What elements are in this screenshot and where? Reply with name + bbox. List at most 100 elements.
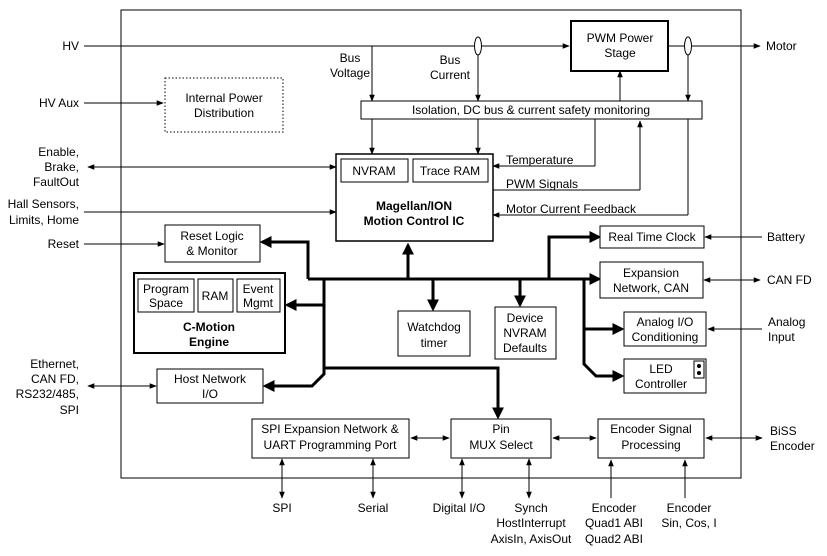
- led-controller-line1: LED: [649, 362, 673, 376]
- motor-current-feedback-label: Motor Current Feedback: [506, 202, 637, 216]
- hall-sensors-label: Hall Sensors,: [8, 197, 79, 211]
- bus-current-line1: Bus: [440, 53, 461, 67]
- spi-left-label: SPI: [60, 403, 79, 417]
- isolation-monitoring: Isolation, DC bus & current safety monit…: [360, 100, 703, 120]
- synch-label: Synch: [514, 501, 547, 515]
- magellan-ion-ic: NVRAM Trace RAM Magellan/ION Motion Cont…: [335, 153, 494, 242]
- encoder-sin-label: Encoder: [667, 501, 712, 515]
- biss-encoder-label: Encoder: [770, 439, 815, 453]
- quad1-abi-label: Quad1 ABI: [585, 516, 643, 530]
- biss-label: BiSS: [770, 424, 797, 438]
- trace-ram-label: Trace RAM: [420, 164, 480, 178]
- bus-current-line2: Current: [430, 68, 471, 82]
- analog-io-line2: Conditioning: [632, 330, 699, 344]
- serial-label: Serial: [358, 501, 389, 515]
- device-nvram-line3: Defaults: [503, 341, 547, 355]
- internal-power-line2: Distribution: [194, 106, 254, 120]
- pin-mux-line1: Pin: [492, 422, 509, 436]
- pwm-signals-label: PWM Signals: [506, 177, 578, 191]
- rtc-label: Real Time Clock: [608, 230, 696, 244]
- reset-label: Reset: [48, 237, 80, 251]
- can-fd-right-label: CAN FD: [767, 273, 812, 287]
- current-sensor-motor: [684, 36, 692, 56]
- host-network-io: Host Network I/O: [156, 368, 264, 404]
- program-space-line1: Program: [143, 282, 189, 296]
- program-space-block: [137, 278, 195, 313]
- enable-label: Enable,: [38, 145, 79, 159]
- spi-expansion-line1: SPI Expansion Network &: [261, 422, 398, 436]
- nvram-block: [340, 158, 409, 183]
- can-fd-left-label: CAN FD,: [31, 372, 79, 386]
- brake-label: Brake,: [44, 160, 79, 174]
- faultout-label: FaultOut: [33, 175, 80, 189]
- bus-voltage-line1: Bus: [340, 51, 361, 65]
- rs232-label: RS232/485,: [16, 387, 79, 401]
- real-time-clock: Real Time Clock: [599, 225, 705, 249]
- hostinterrupt-label: HostInterrupt: [496, 516, 566, 530]
- axisin-label: AxisIn, AxisOut: [491, 532, 572, 546]
- c-motion-line2: Engine: [189, 335, 229, 349]
- battery-label: Battery: [767, 230, 805, 244]
- reset-logic-line1: Reset Logic: [180, 229, 243, 243]
- program-space-line2: Space: [149, 296, 183, 310]
- expansion-line1: Expansion: [623, 266, 679, 280]
- event-mgmt-block: [236, 278, 281, 313]
- hv-label: HV: [62, 39, 79, 53]
- pwm-stage-line2: Stage: [604, 46, 636, 60]
- digital-io-label: Digital I/O: [433, 501, 486, 515]
- encoder-abi-label: Encoder: [592, 501, 637, 515]
- pin-mux-select: Pin MUX Select: [450, 418, 552, 459]
- expansion-network-can: Expansion Network, CAN: [599, 261, 704, 299]
- host-network-line1: Host Network: [174, 372, 247, 386]
- trace-ram-block: [412, 158, 489, 183]
- pwm-power-stage: PWM Power Stage: [570, 20, 669, 72]
- led-controller-line2: Controller: [635, 377, 687, 391]
- ram-label: RAM: [202, 289, 229, 303]
- watchdog-timer: Watchdog timer: [397, 310, 471, 357]
- bus-voltage-line2: Voltage: [330, 66, 370, 80]
- internal-bus: [259, 231, 625, 420]
- encoder-signal-processing: Encoder Signal Processing: [597, 418, 705, 459]
- pin-mux-line2: MUX Select: [469, 438, 533, 452]
- device-nvram-line2: NVRAM: [503, 326, 546, 340]
- current-sensor-bus: [474, 36, 482, 56]
- pwm-stage-line1: PWM Power: [587, 31, 654, 45]
- spi-bottom-label: SPI: [272, 501, 291, 515]
- ram-block: [197, 278, 234, 313]
- expansion-line2: Network, CAN: [613, 281, 689, 295]
- motor-label: Motor: [766, 39, 797, 53]
- analog-io-line1: Analog I/O: [637, 315, 694, 329]
- encoder-signal-line1: Encoder Signal: [610, 422, 691, 436]
- ethernet-label: Ethernet,: [30, 357, 79, 371]
- signal-lines: [84, 43, 763, 499]
- internal-power-line1: Internal Power: [185, 91, 262, 105]
- event-mgmt-line1: Event: [243, 282, 274, 296]
- reset-logic-line2: & Monitor: [186, 244, 237, 258]
- analog-label: Analog: [768, 315, 805, 329]
- led-indicator-icon: [693, 360, 705, 379]
- magellan-line1: Magellan/ION: [376, 199, 452, 213]
- encoder-signal-line2: Processing: [621, 438, 680, 452]
- sin-cos-label: Sin, Cos, I: [661, 516, 716, 530]
- nvram-label: NVRAM: [352, 164, 395, 178]
- reset-logic-monitor: Reset Logic & Monitor: [164, 224, 261, 263]
- limits-home-label: Limits, Home: [9, 213, 79, 227]
- analog-io-conditioning: Analog I/O Conditioning: [623, 311, 707, 347]
- event-mgmt-line2: Mgmt: [243, 296, 274, 310]
- watchdog-line1: Watchdog: [407, 320, 461, 334]
- internal-power-distribution: Internal Power Distribution: [164, 77, 284, 133]
- temperature-label: Temperature: [506, 153, 574, 167]
- device-nvram-line1: Device: [507, 311, 544, 325]
- quad2-abi-label: Quad2 ABI: [585, 532, 643, 546]
- led-controller: LED Controller: [623, 358, 707, 394]
- magellan-line2: Motion Control IC: [364, 214, 465, 228]
- isolation-label: Isolation, DC bus & current safety monit…: [412, 103, 650, 117]
- host-network-line2: I/O: [202, 387, 218, 401]
- spi-expansion-uart: SPI Expansion Network & UART Programming…: [251, 418, 410, 459]
- watchdog-line2: timer: [421, 336, 448, 350]
- device-nvram-defaults: Device NVRAM Defaults: [494, 306, 557, 360]
- c-motion-line1: C-Motion: [183, 320, 235, 334]
- c-motion-engine: Program Space RAM Event Mgmt C-Motion En…: [133, 272, 286, 354]
- input-label: Input: [768, 330, 795, 344]
